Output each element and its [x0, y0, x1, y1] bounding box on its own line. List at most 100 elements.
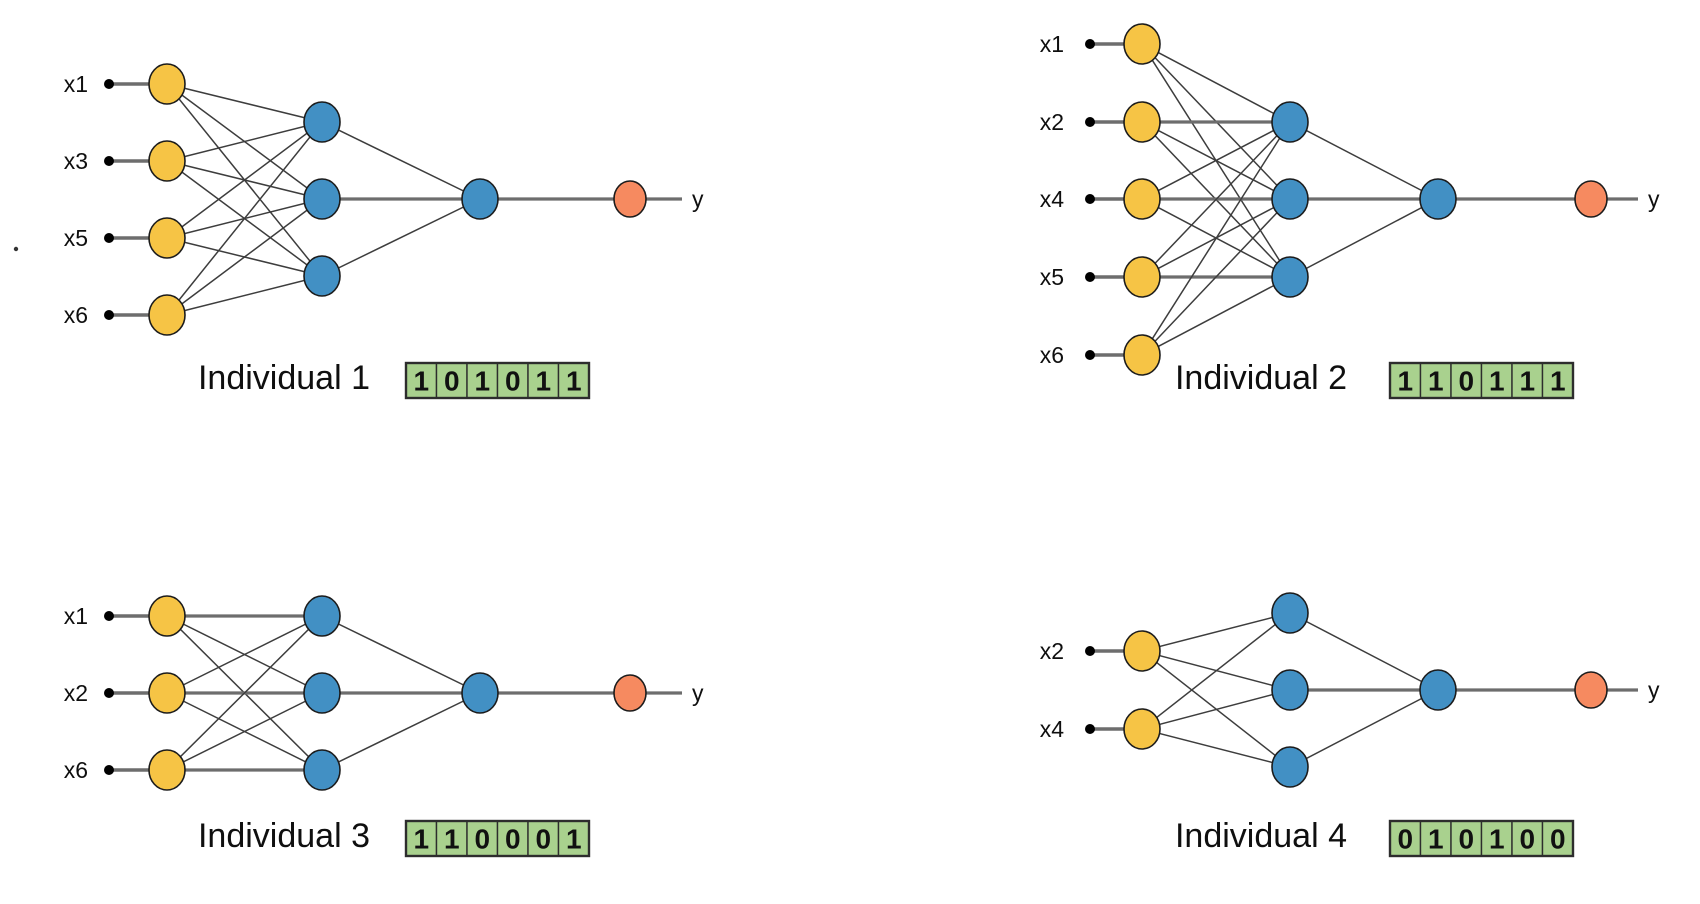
- connection-line: [1289, 198, 1439, 278]
- gene-bit: 0: [505, 824, 521, 855]
- hidden-node: [303, 101, 341, 143]
- connection-line: [321, 692, 481, 771]
- connection-line: [166, 198, 323, 316]
- gene-bit: 1: [1489, 824, 1505, 855]
- connection-line: [1289, 121, 1439, 200]
- input-terminal-dot: [104, 156, 114, 166]
- input-node: [1123, 178, 1161, 220]
- connection-line: [1141, 728, 1291, 768]
- connection-line: [1141, 612, 1291, 730]
- gene-bit: 1: [1428, 366, 1444, 397]
- input-terminal-dot: [1085, 39, 1095, 49]
- input-node: [148, 63, 186, 105]
- gene-bit: 0: [1458, 366, 1474, 397]
- connection-line: [1289, 612, 1439, 691]
- connection-line: [166, 275, 323, 316]
- input-node: [148, 749, 186, 791]
- output-node: [1574, 180, 1608, 218]
- input-node: [1123, 630, 1161, 672]
- connection-line: [166, 121, 323, 316]
- chromosome-outline: [1388, 819, 1575, 858]
- input-label: x4: [1040, 716, 1065, 742]
- output-node: [1574, 671, 1608, 709]
- connection-line: [166, 615, 323, 694]
- input-terminal-dot: [1085, 724, 1095, 734]
- hidden-node: [1271, 746, 1309, 788]
- input-terminal-dot: [104, 233, 114, 243]
- connection-line: [321, 615, 481, 694]
- aggregator-node: [461, 672, 499, 714]
- hidden-node: [1271, 256, 1309, 298]
- stray-dot: [13, 246, 19, 252]
- chromosome-outline: [404, 361, 591, 400]
- gene-bit: 1: [1397, 366, 1413, 397]
- gene-cell: [466, 362, 499, 399]
- input-node: [1123, 334, 1161, 376]
- input-terminal-dot: [104, 688, 114, 698]
- connection-line: [1141, 43, 1291, 123]
- output-label: y: [692, 186, 704, 212]
- individual-caption: Individual 1: [198, 359, 370, 397]
- hidden-node: [303, 595, 341, 637]
- gene-bit: 1: [413, 366, 429, 397]
- gene-bit: 1: [566, 366, 582, 397]
- input-label: x1: [64, 603, 88, 629]
- chromosome-outline: [1388, 361, 1575, 400]
- chromosome-outline: [404, 819, 591, 858]
- gene-bit: 1: [566, 824, 582, 855]
- input-terminal-dot: [1085, 117, 1095, 127]
- hidden-node: [1271, 669, 1309, 711]
- input-label: x1: [64, 71, 88, 97]
- hidden-node: [1271, 101, 1309, 143]
- input-terminal-dot: [1085, 646, 1095, 656]
- gene-bit: 0: [474, 824, 490, 855]
- connection-line: [1289, 689, 1439, 768]
- input-label: x6: [64, 757, 88, 783]
- input-node: [1123, 708, 1161, 750]
- gene-bit: 1: [1519, 366, 1535, 397]
- connection-line: [1141, 612, 1291, 652]
- individual-caption: Individual 2: [1175, 359, 1347, 397]
- connection-line: [166, 121, 323, 239]
- input-node: [1123, 101, 1161, 143]
- connection-line: [1141, 121, 1291, 356]
- hidden-node: [303, 749, 341, 791]
- input-node: [1123, 256, 1161, 298]
- input-terminal-dot: [1085, 350, 1095, 360]
- input-terminal-dot: [104, 310, 114, 320]
- gene-bit: 1: [413, 824, 429, 855]
- input-terminal-dot: [104, 79, 114, 89]
- gene-bit: 1: [1550, 366, 1566, 397]
- connection-line: [1141, 198, 1291, 356]
- input-label: x2: [1040, 109, 1064, 135]
- connection-line: [166, 121, 323, 162]
- connection-line: [166, 83, 323, 123]
- gene-cell: [527, 362, 560, 399]
- aggregator-node: [461, 178, 499, 220]
- gene-bit: 0: [1519, 824, 1535, 855]
- input-label: x4: [1040, 186, 1065, 212]
- input-node: [148, 140, 186, 182]
- gene-bit: 0: [505, 366, 521, 397]
- input-label: x6: [1040, 342, 1064, 368]
- input-label: x5: [1040, 264, 1064, 290]
- gene-cell: [1480, 820, 1513, 857]
- input-terminal-dot: [1085, 194, 1095, 204]
- output-node: [613, 180, 647, 218]
- input-terminal-dot: [104, 765, 114, 775]
- connection-line: [1141, 121, 1291, 278]
- gene-bit: 0: [535, 824, 551, 855]
- input-terminal-dot: [1085, 272, 1095, 282]
- connection-line: [1141, 276, 1291, 356]
- aggregator-node: [1419, 178, 1457, 220]
- connection-line: [166, 615, 323, 771]
- hidden-node: [303, 255, 341, 297]
- connection-line: [1141, 121, 1291, 200]
